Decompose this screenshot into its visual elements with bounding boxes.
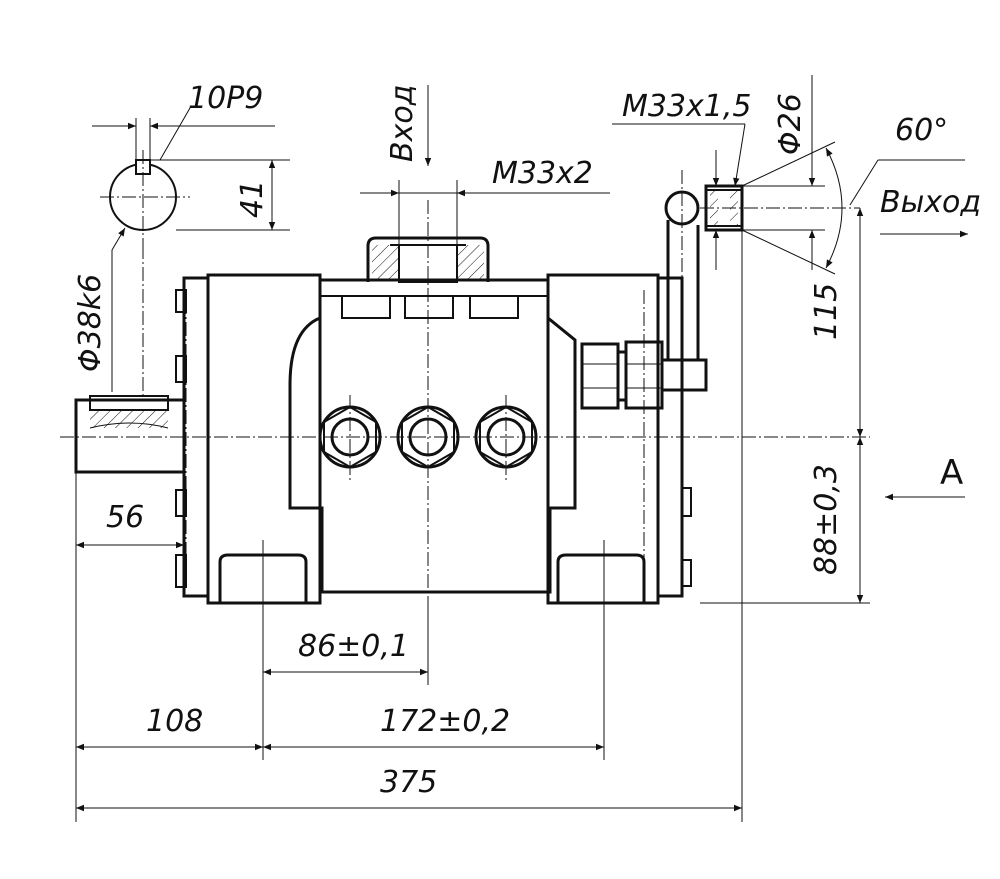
inlet-annotation: Вход M33x2 <box>360 85 610 245</box>
pump-body <box>74 184 744 605</box>
outlet-thread-label: M33x1,5 <box>622 89 752 124</box>
half-mount-spacing-label: 86±0,1 <box>298 629 409 664</box>
inlet-label: Вход <box>385 85 420 162</box>
height-lower-label: 88±0,3 <box>809 464 844 575</box>
keyway-section: 10P9 41 Φ38k6 <box>73 81 290 392</box>
outlet-diameter-label: Φ26 <box>773 93 808 155</box>
shaft-diameter-label: Φ38k6 <box>73 274 108 372</box>
shaft-to-mount-label: 108 <box>146 704 203 739</box>
outlet-annotation: M33x1,5 Φ26 60° Выход <box>612 75 981 275</box>
horizontal-dimensions: 56 86±0,1 108 172±0,2 375 <box>75 230 743 822</box>
angle-label: 60° <box>895 113 948 148</box>
view-label: A <box>940 453 963 493</box>
key-depth-label: 41 <box>235 180 270 218</box>
outlet-label: Выход <box>880 185 981 220</box>
key-width-label: 10P9 <box>188 81 263 116</box>
vertical-dimensions: 115 88±0,3 A <box>700 208 965 604</box>
shaft-length-label: 56 <box>106 500 144 535</box>
mount-spacing-label: 172±0,2 <box>380 704 510 739</box>
inlet-thread-label: M33x2 <box>492 156 593 191</box>
overall-length-label: 375 <box>380 765 437 800</box>
height-upper-label: 115 <box>809 283 844 340</box>
